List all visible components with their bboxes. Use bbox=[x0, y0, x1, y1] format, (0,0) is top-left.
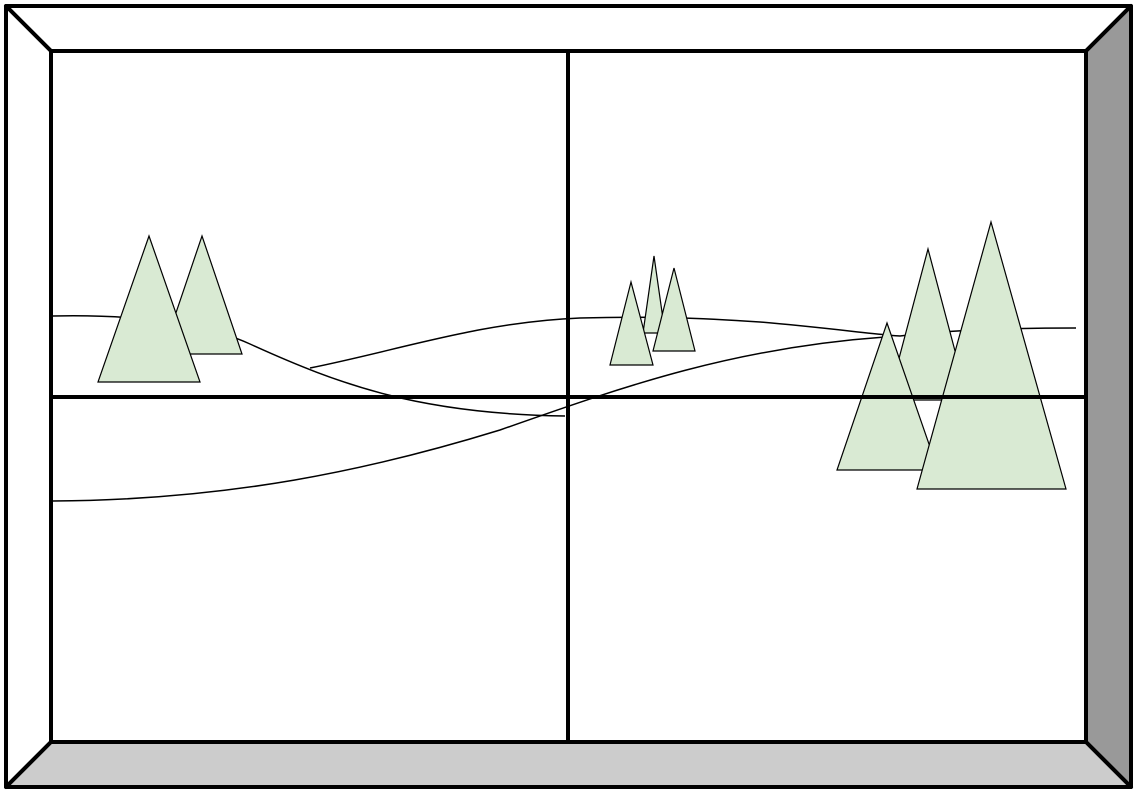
tree-icon bbox=[161, 234, 243, 355]
hill-line-3 bbox=[52, 336, 886, 502]
tree-icon bbox=[609, 279, 654, 366]
frame-left bbox=[4, 4, 53, 789]
tree-icon bbox=[887, 246, 969, 401]
glass-border bbox=[49, 49, 1088, 744]
window-mullions bbox=[51, 51, 1086, 742]
left-trees bbox=[97, 234, 243, 383]
tree-icon bbox=[652, 267, 696, 352]
frame-right bbox=[1084, 4, 1133, 789]
tree-icon bbox=[642, 255, 666, 334]
frame-top bbox=[4, 4, 1133, 53]
frame-bottom bbox=[4, 740, 1133, 789]
tree-icon bbox=[916, 219, 1067, 490]
center-trees bbox=[609, 255, 696, 366]
tree-icon bbox=[97, 234, 201, 383]
